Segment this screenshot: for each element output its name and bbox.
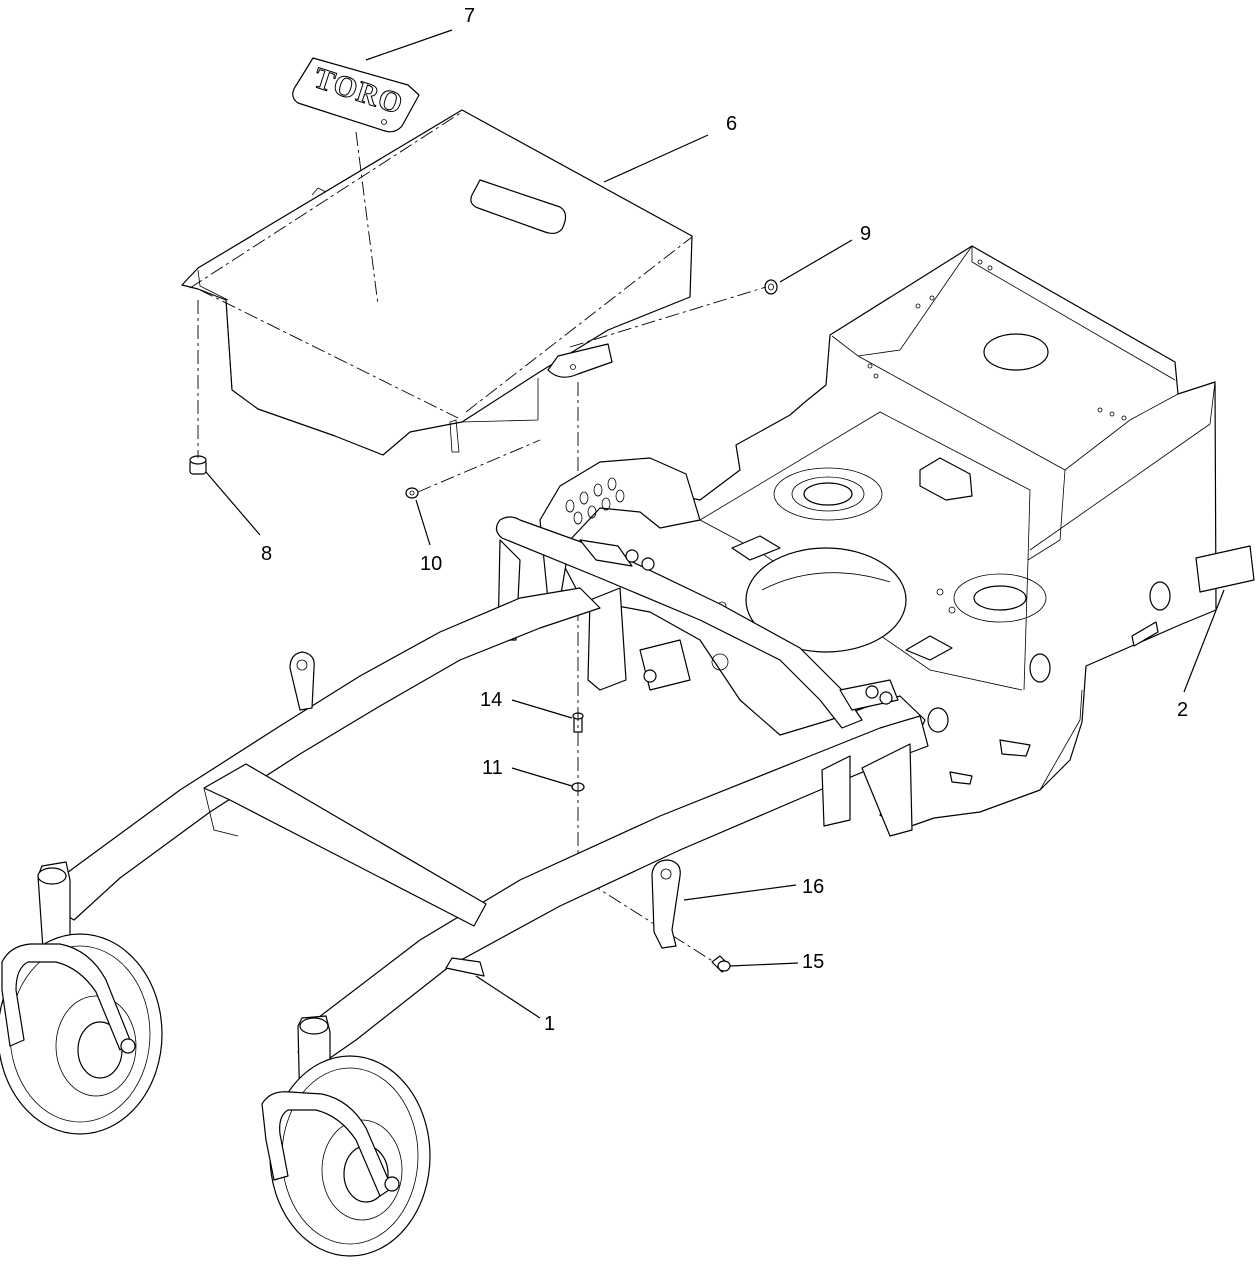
caster-wheel-left xyxy=(0,933,163,1135)
console-cover xyxy=(181,109,693,456)
callout-1: 1 xyxy=(544,1013,555,1035)
main-frame xyxy=(37,587,929,1115)
side-holes xyxy=(867,259,1127,421)
toro-decal: TORO xyxy=(292,57,420,133)
screw-15 xyxy=(711,955,731,973)
frame-eyelet-left xyxy=(289,651,315,711)
mount-plate-16 xyxy=(651,859,681,949)
washer-10 xyxy=(405,487,419,499)
decal-2 xyxy=(1195,545,1255,593)
leader-lines xyxy=(205,29,1225,1019)
callout-9: 9 xyxy=(860,223,871,245)
callout-10: 10 xyxy=(420,553,442,575)
handle-bar xyxy=(495,516,899,729)
callout-16: 16 xyxy=(802,876,824,898)
callout-6: 6 xyxy=(726,113,737,135)
caster-wheel-right xyxy=(261,1055,431,1257)
callout-15: 15 xyxy=(802,951,824,973)
grommet-9 xyxy=(764,279,778,295)
grommet-8 xyxy=(189,455,207,475)
callout-7: 7 xyxy=(464,5,475,27)
callout-11: 11 xyxy=(482,757,503,779)
callout-labels: 7 6 9 8 10 14 11 2 16 15 1 xyxy=(261,5,1188,1035)
seat-plate-slots xyxy=(565,477,625,525)
frame-bracket-right xyxy=(821,743,913,837)
callout-14: 14 xyxy=(480,689,502,711)
rear-chassis xyxy=(539,245,1217,831)
callout-8: 8 xyxy=(261,543,272,565)
callout-2: 2 xyxy=(1177,699,1188,721)
